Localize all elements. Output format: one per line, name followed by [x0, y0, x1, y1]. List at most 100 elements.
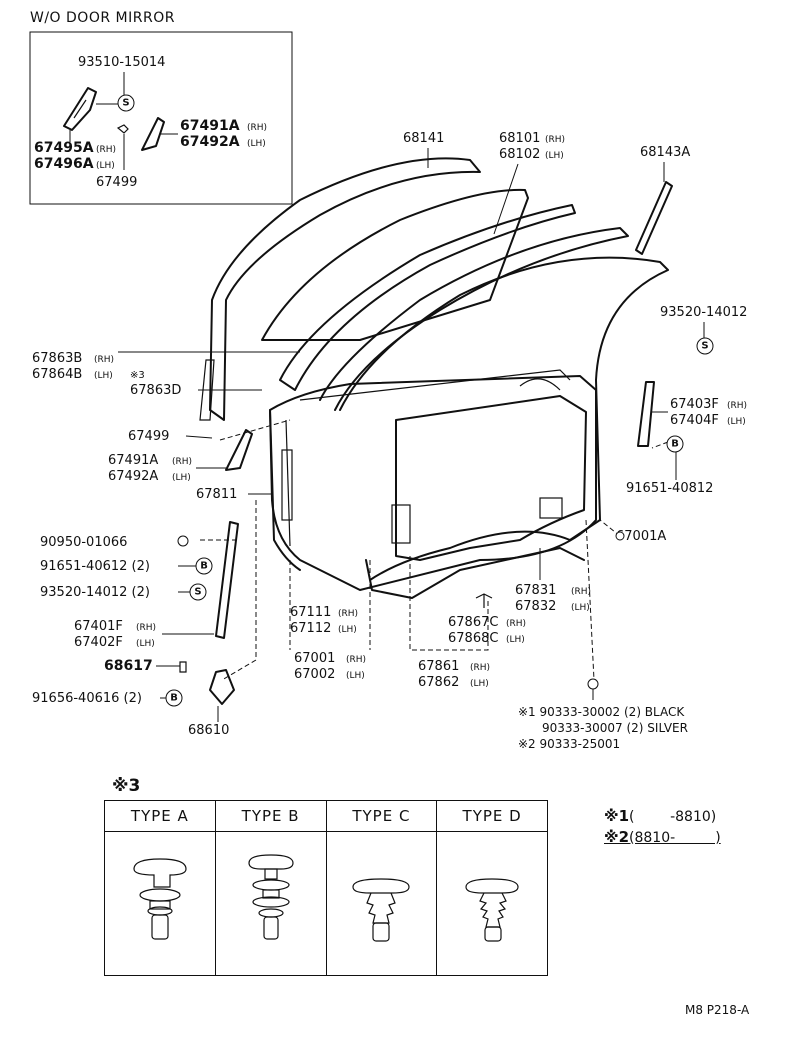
grommet-drawing — [177, 535, 189, 547]
svg-text:(LH): (LH) — [571, 603, 590, 613]
label-91651-40812: 91651-40812 — [626, 481, 713, 496]
label-67868C: 67868C — [448, 631, 498, 646]
note-2: ※2(8810- ) — [604, 828, 721, 846]
strip-68143A-drawing — [635, 181, 673, 255]
svg-text:(LH): (LH) — [338, 625, 357, 635]
svg-text:(LH): (LH) — [470, 679, 489, 689]
type-a-header: TYPE A — [104, 800, 216, 832]
label-67832: 67832 — [515, 599, 556, 614]
label-91656-40616: 91656-40616 (2) — [32, 691, 142, 706]
date-notes: ※1( -8810) ※2(8810- ) — [604, 806, 721, 848]
svg-text:(LH): (LH) — [172, 473, 191, 483]
svg-text:(LH): (LH) — [247, 139, 266, 149]
label-68141: 68141 — [403, 131, 444, 146]
svg-text:(RH): (RH) — [346, 655, 366, 665]
door-assembly-drawing — [199, 157, 673, 705]
label-67001A: 67001A — [616, 529, 666, 544]
label-68102: 68102 — [499, 147, 540, 162]
label-67863B: 67863B — [32, 351, 82, 366]
clip-types-table: TYPE A TYPE B TYPE C TYPE D — [104, 800, 548, 976]
door-glass-68101-drawing — [261, 188, 529, 341]
label-67491A: 67491A — [108, 453, 158, 468]
label-clip1b: 90333-30007 (2) SILVER — [542, 721, 688, 735]
cover-67491A-drawing — [225, 429, 253, 471]
svg-text:(RH): (RH) — [571, 587, 591, 597]
label-67492A: 67492A — [108, 469, 158, 484]
label-67111: 67111 — [290, 605, 331, 620]
svg-text:(LH): (LH) — [136, 639, 155, 649]
label-67401F: 67401F — [74, 619, 123, 634]
label-67861: 67861 — [418, 659, 459, 674]
label-67492A: 67492A — [180, 134, 240, 150]
cover-67491-drawing — [141, 117, 165, 151]
label-93520-14012-left: 93520-14012 (2) — [40, 585, 150, 600]
label-67403F: 67403F — [670, 397, 719, 412]
mirror-cover-rh-drawing — [63, 87, 97, 131]
type-c-header: TYPE C — [325, 800, 438, 832]
mark-3: ※3 — [130, 370, 145, 381]
svg-text:S: S — [194, 587, 201, 598]
label-67402F: 67402F — [74, 635, 123, 650]
label-67867C: 67867C — [448, 615, 498, 630]
label-67404F: 67404F — [670, 413, 719, 428]
svg-text:(RH): (RH) — [172, 457, 192, 467]
svg-text:(RH): (RH) — [96, 145, 116, 155]
svg-text:(RH): (RH) — [545, 135, 565, 145]
label-68143A: 68143A — [640, 145, 690, 160]
label-93510-15014: 93510-15014 — [78, 55, 165, 70]
clip-type-b-drawing — [248, 853, 294, 940]
svg-text:(RH): (RH) — [94, 355, 114, 365]
label-67491A: 67491A — [180, 118, 240, 134]
label-67864B: 67864B — [32, 367, 82, 382]
svg-text:(LH): (LH) — [506, 635, 525, 645]
strip-67403F-drawing — [637, 381, 655, 447]
bolt-68617-drawing — [179, 661, 187, 673]
svg-text:B: B — [200, 561, 208, 572]
strip-67401F-drawing — [215, 521, 239, 639]
label-clip2: ※2 90333-25001 — [518, 737, 620, 751]
svg-text:(RH): (RH) — [136, 623, 156, 633]
label-67495A: 67495A — [34, 140, 94, 156]
type-a-cell — [104, 831, 216, 976]
trim-67831-drawing — [395, 395, 587, 561]
svg-text:(RH): (RH) — [727, 401, 747, 411]
label-67499-inset: 67499 — [96, 175, 137, 190]
clip-type-d-drawing — [465, 877, 519, 942]
label-67112: 67112 — [290, 621, 331, 636]
label-90950-01066: 90950-01066 — [40, 535, 127, 550]
clip-67867C-drawing — [475, 593, 493, 608]
svg-text:(LH): (LH) — [346, 671, 365, 681]
part-labels: 68141 68101 (RH) 68102 (LH) 68143A 93520… — [32, 131, 747, 751]
label-67811: 67811 — [196, 487, 237, 502]
glass-run-drawing — [279, 204, 576, 391]
label-67863D: 67863D — [130, 383, 181, 398]
type-b-cell — [214, 831, 327, 976]
hinge-68610-drawing — [209, 669, 235, 705]
label-clip1: ※1 90333-30002 (2) BLACK — [518, 705, 685, 719]
label-67499: 67499 — [128, 429, 169, 444]
label-68610: 68610 — [188, 723, 229, 738]
label-67831: 67831 — [515, 583, 556, 598]
svg-text:(LH): (LH) — [96, 161, 115, 171]
note-1: ※1( -8810) — [604, 807, 717, 825]
type-d-header: TYPE D — [436, 800, 548, 832]
clip-type-c-drawing — [352, 877, 410, 942]
svg-text:(RH): (RH) — [506, 619, 526, 629]
svg-text:(RH): (RH) — [247, 123, 267, 133]
label-68617: 68617 — [104, 658, 153, 674]
svg-text:(RH): (RH) — [338, 609, 358, 619]
screw-67499-drawing — [116, 124, 129, 134]
label-68101: 68101 — [499, 131, 540, 146]
svg-text:(RH): (RH) — [470, 663, 490, 673]
svg-text:S: S — [701, 341, 708, 352]
label-67002: 67002 — [294, 667, 335, 682]
s-symbol — [117, 94, 135, 112]
svg-text:(LH): (LH) — [545, 151, 564, 161]
door-weatherstrip-67861-drawing — [339, 256, 669, 581]
svg-text:B: B — [170, 693, 178, 704]
label-67862: 67862 — [418, 675, 459, 690]
label-93520-14012-right: 93520-14012 — [660, 305, 747, 320]
label-67496A: 67496A — [34, 156, 94, 172]
type-b-header: TYPE B — [214, 800, 327, 832]
